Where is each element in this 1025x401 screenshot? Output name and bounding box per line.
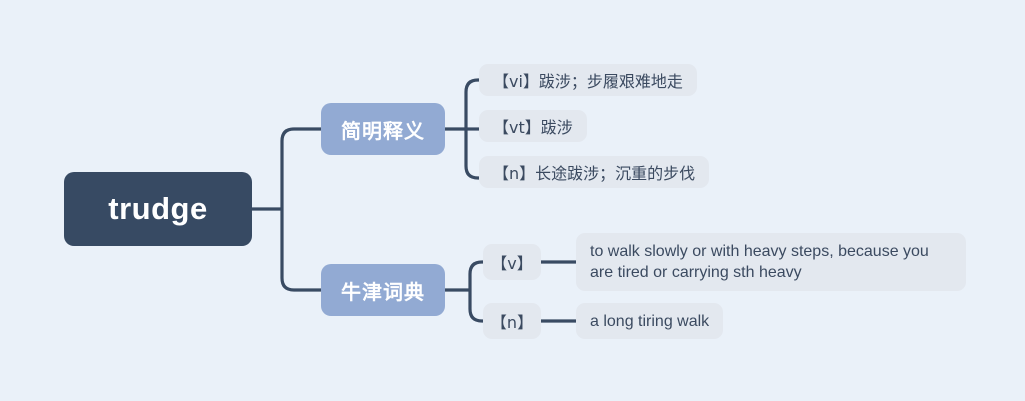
connector-branch1-to-n bbox=[464, 129, 480, 180]
branch-node-concise-definition[interactable]: 简明释义 bbox=[321, 103, 445, 155]
connector-root-to-branch2 bbox=[280, 209, 321, 292]
leaf-node-vi[interactable]: 【vi】跋涉；步履艰难地走 bbox=[479, 64, 697, 96]
definition-box-v[interactable]: to walk slowly or with heavy steps, beca… bbox=[576, 233, 966, 291]
leaf-node-label: 【vi】跋涉；步履艰难地走 bbox=[493, 72, 683, 91]
connector-branch1-to-vi bbox=[464, 78, 480, 129]
leaf-node-vt[interactable]: 【vt】跋涉 bbox=[479, 110, 587, 142]
branch-node-label: 简明释义 bbox=[341, 118, 425, 143]
definition-text: a long tiring walk bbox=[590, 312, 710, 330]
leaf-node-label: 【n】长途跋涉；沉重的步伐 bbox=[493, 164, 696, 183]
pos-chip-label: 【v】 bbox=[491, 254, 533, 273]
leaf-node-label: 【vt】跋涉 bbox=[493, 118, 573, 137]
root-node-label: trudge bbox=[108, 191, 208, 226]
definition-box-n[interactable]: a long tiring walk bbox=[576, 303, 724, 339]
connector-branch2-to-v bbox=[468, 260, 484, 290]
branch-node-label: 牛津词典 bbox=[341, 279, 425, 304]
connector-root-to-branch1 bbox=[280, 127, 321, 209]
definition-text: to walk slowly or with heavy steps, beca… bbox=[590, 243, 929, 281]
pos-chip-n[interactable]: 【n】 bbox=[483, 303, 541, 339]
pos-chip-label: 【n】 bbox=[490, 313, 534, 332]
connector-branch2-to-n bbox=[468, 290, 484, 323]
root-node-trudge[interactable]: trudge bbox=[64, 172, 252, 246]
pos-chip-v[interactable]: 【v】 bbox=[483, 244, 541, 280]
branch-node-oxford-dictionary[interactable]: 牛津词典 bbox=[321, 264, 445, 316]
leaf-node-n[interactable]: 【n】长途跋涉；沉重的步伐 bbox=[479, 156, 710, 188]
